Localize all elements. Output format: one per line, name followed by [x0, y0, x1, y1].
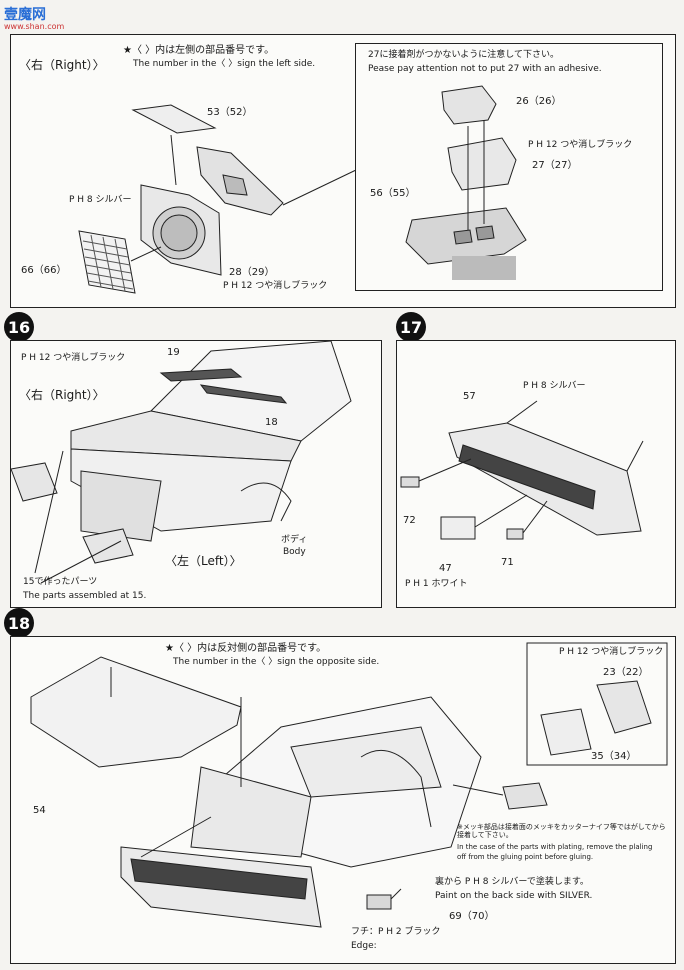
part-57: 57 [463, 391, 476, 402]
step18-edge-en: Edge: [351, 941, 377, 951]
part-19: 19 [167, 347, 180, 358]
top-note-en: The number in the〈 〉sign the left side. [133, 59, 316, 69]
part-35: 35（34） [591, 751, 637, 762]
part-66: 66（66） [21, 265, 67, 276]
step16-body-jp: ボディ [281, 535, 308, 545]
step16-body-en: Body [283, 547, 306, 557]
step18-plating-jp: ※メッキ部品は接着面のメッキをカッターナイフ等ではがしてから接着して下さい。 [457, 823, 666, 840]
step18-silver-back-en: Paint on the back side with SILVER. [435, 891, 593, 901]
watermark-logo-text: 壹魔网 [4, 7, 46, 23]
fog-lamp-drawing [405, 85, 527, 280]
part-72: 72 [403, 515, 416, 526]
part-26: 26（26） [516, 96, 562, 107]
bumper-drawing [400, 400, 644, 540]
part-56: 56（55） [370, 188, 416, 199]
inset-matte-black-label: P H 12 つや消しブラック [528, 140, 633, 150]
inset-note-en: Pease pay attention not to put 27 with a… [368, 64, 602, 74]
grille-assembly-drawing [78, 104, 357, 294]
part-69: 69（70） [449, 911, 495, 922]
step18-matte-black-label: P H 12 つや消しブラック [559, 647, 664, 657]
panel-step-16: P H 12 つや消しブラック 19 18 〈右（Right）〉 〈左（Left… [10, 340, 382, 608]
step-18-badge: 18 [4, 608, 34, 638]
part-18: 18 [265, 417, 278, 428]
top-matte-black-label: P H 12 つや消しブラック [223, 281, 328, 291]
panel-step-18: ★〈 〉内は反対側の部品番号です。 The number in the〈 〉si… [10, 636, 676, 964]
top-note-jp: ★〈 〉内は左側の部品番号です。 [123, 45, 275, 56]
step18-silver-back-jp: 裏から P H 8 シルバーで塗装します。 [435, 877, 589, 887]
body-front-drawing [11, 341, 352, 584]
watermark-logo: 壹魔网 www.shan.com [4, 4, 64, 31]
step18-plating-en1: In the case of the parts with plating, r… [457, 843, 653, 851]
part-27: 27（27） [532, 160, 578, 171]
step16-matte-black-label: P H 12 つや消しブラック [21, 353, 126, 363]
part-54: 54 [33, 805, 46, 816]
step18-plating-en2: off from the gluing point before gluing. [457, 853, 594, 861]
panel-top: ★〈 〉内は左側の部品番号です。 The number in the〈 〉sig… [10, 34, 676, 308]
step17-silver-label: P H 8 シルバー [523, 381, 586, 391]
step18-note-en: The number in the〈 〉sign the opposite si… [173, 657, 380, 667]
part-28: 28（29） [229, 267, 275, 278]
part-53: 53（52） [207, 107, 253, 118]
step16-assembled-en: The parts assembled at 15. [23, 591, 147, 601]
part-47: 47 [439, 563, 452, 574]
step-16-badge: 16 [4, 312, 34, 342]
step18-note-jp: ★〈 〉内は反対側の部品番号です。 [165, 643, 327, 654]
step16-assembled-jp: 15で作ったパーツ [23, 577, 98, 587]
step18-edge-jp: フチ：P H 2 ブラック [351, 927, 441, 937]
step16-left-label: 〈左（Left）〉 [165, 554, 242, 568]
panel-inset: 27に接着剤がつかないように注意して下さい。 Pease pay attenti… [355, 43, 663, 291]
car-front-assembly-drawing [30, 642, 668, 928]
step17-white-label: P H 1 ホワイト [405, 579, 468, 589]
panel-step-17: 57 P H 8 シルバー 72 47 71 P H 1 ホワイト [396, 340, 676, 608]
top-side-label: 〈右（Right）〉 [19, 58, 105, 72]
part-23: 23（22） [603, 667, 649, 678]
step-17-badge: 17 [396, 312, 426, 342]
top-silver-label: P H 8 シルバー [69, 195, 132, 205]
part-71: 71 [501, 557, 514, 568]
step16-right-label: 〈右（Right）〉 [19, 388, 105, 402]
inset-note-jp: 27に接着剤がつかないように注意して下さい。 [368, 50, 560, 60]
watermark-url: www.shan.com [4, 22, 65, 31]
